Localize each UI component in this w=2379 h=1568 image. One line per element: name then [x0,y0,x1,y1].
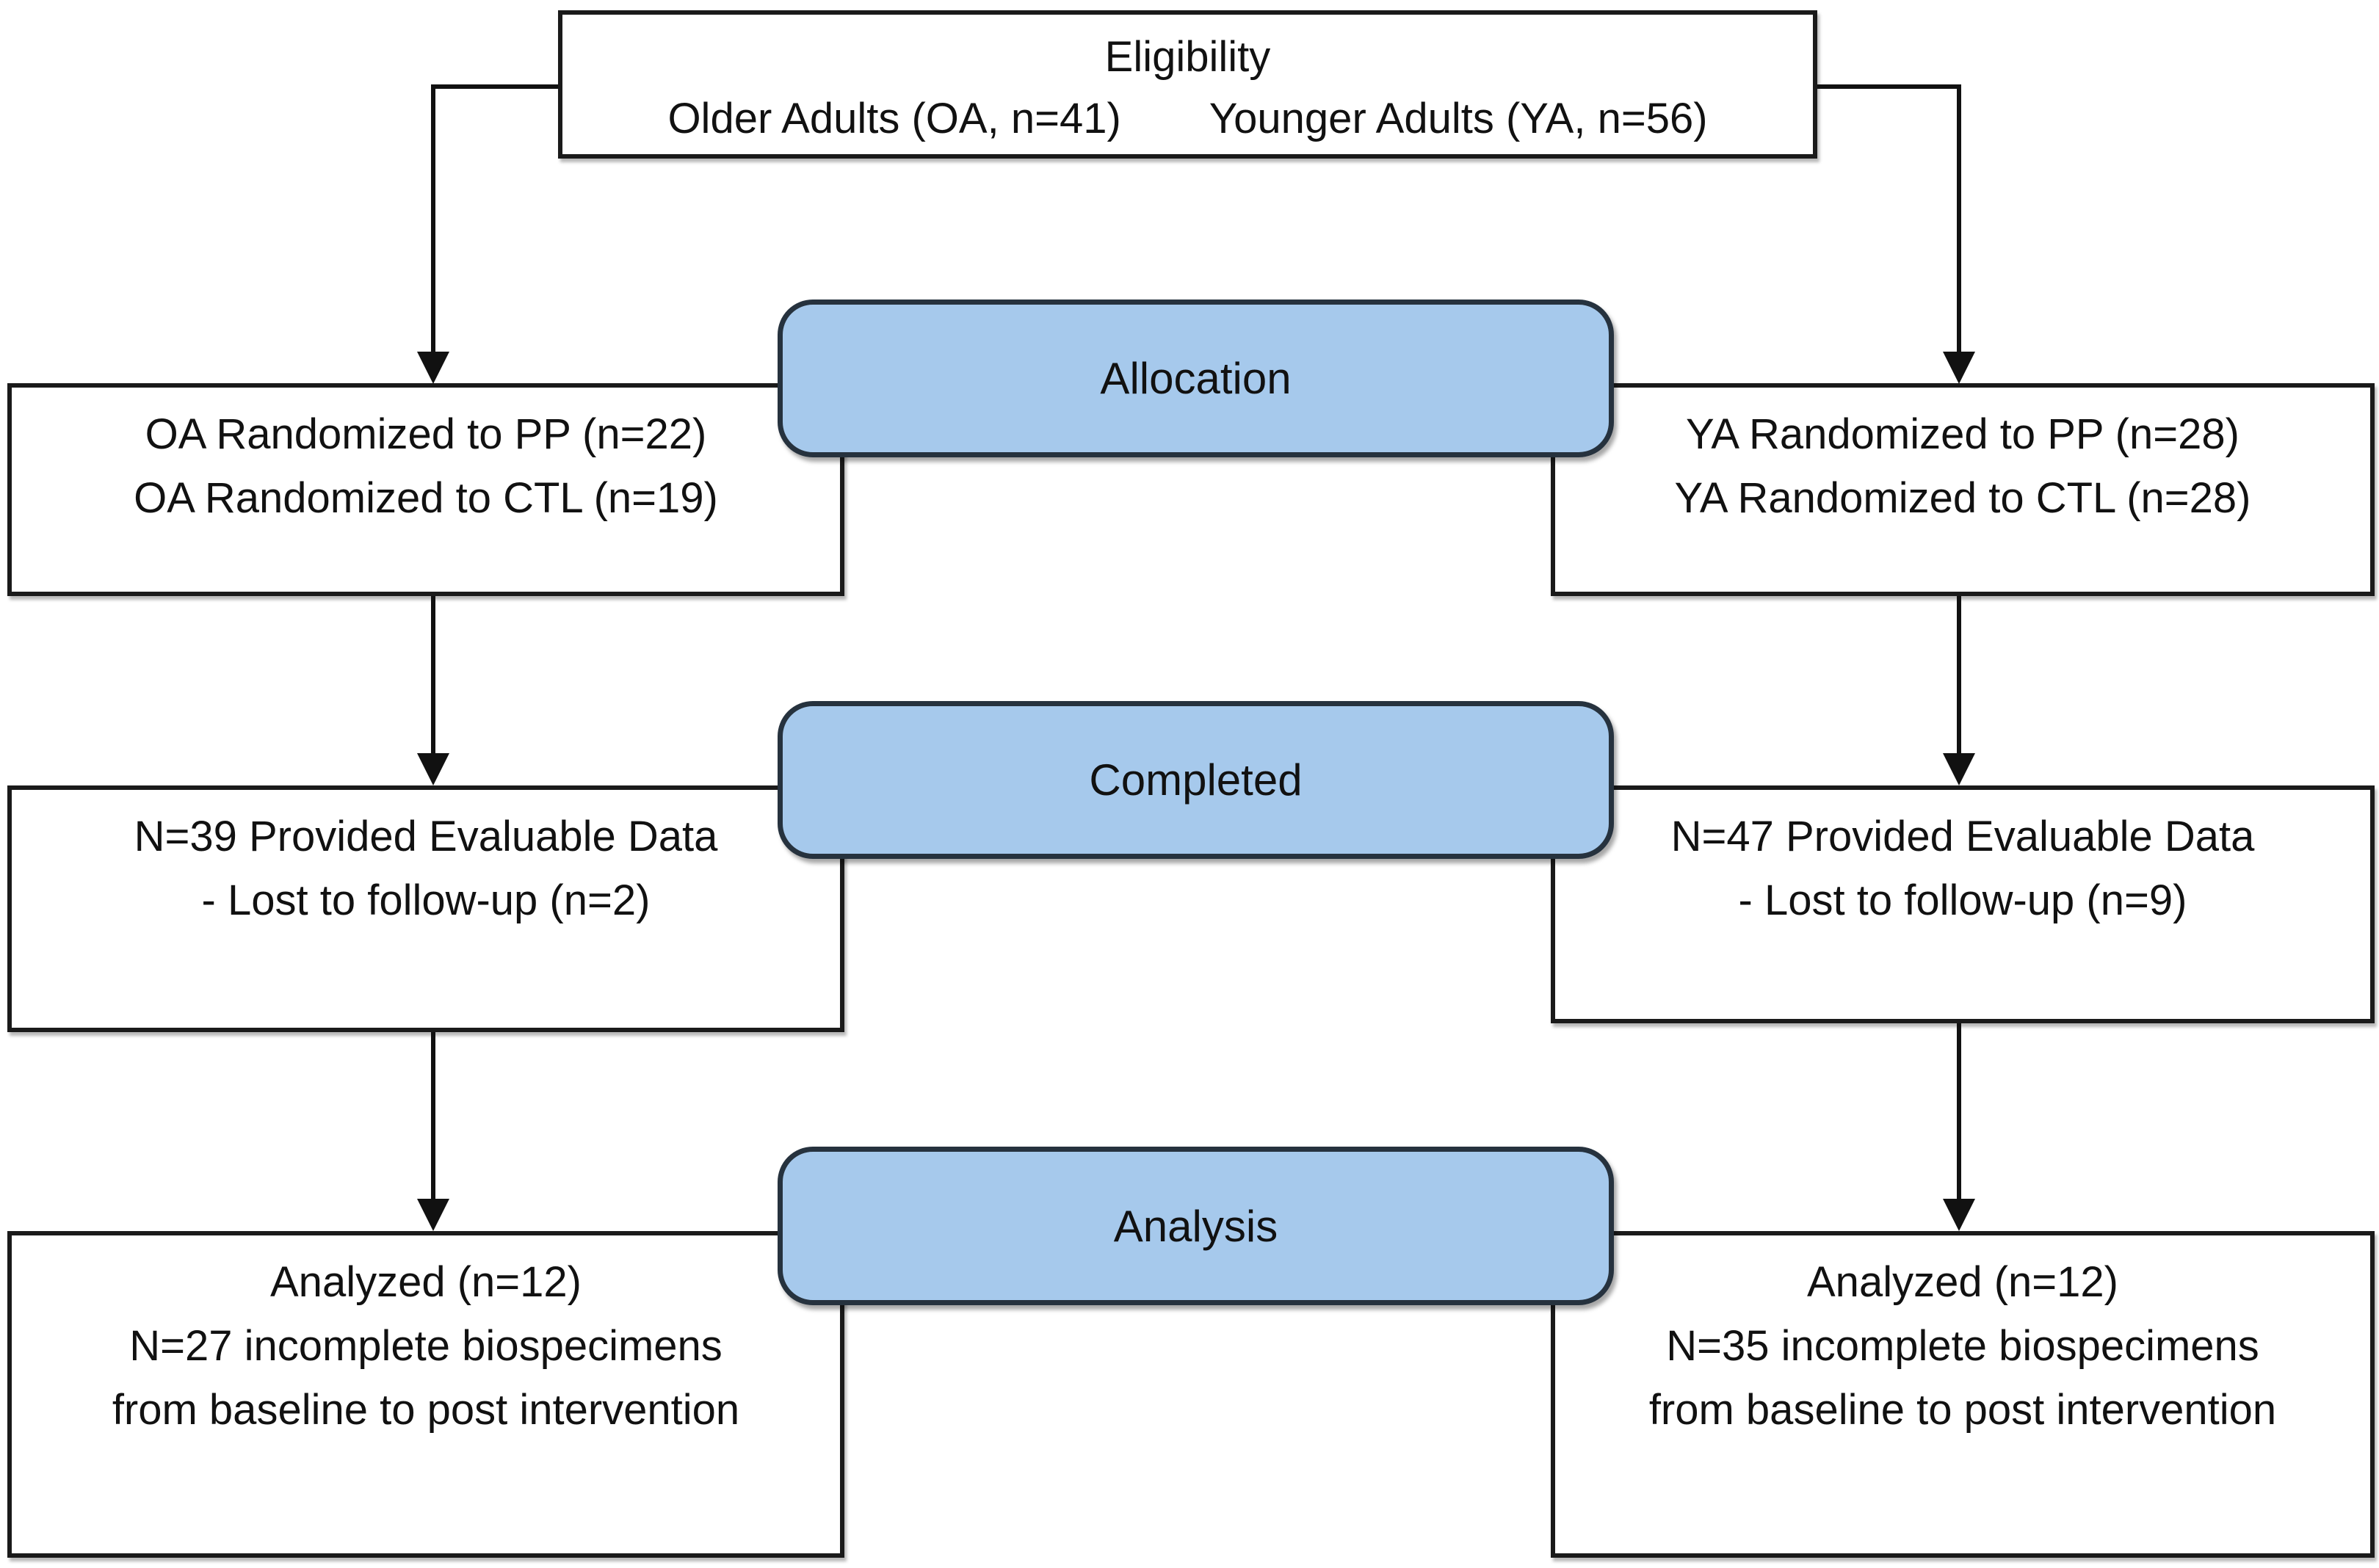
oa-analysis-text: Analyzed (n=12) N=27 incomplete biospeci… [12,1235,840,1442]
arrow-down-icon [1943,1199,1975,1231]
oa-incomplete-biospecimens-line: N=27 incomplete biospecimens [129,1322,723,1370]
connector-eligibility-right-horizontal [1817,84,1961,89]
arrow-down-icon [1943,352,1975,384]
arrow-down-icon [417,352,449,384]
ya-randomized-pp-line: YA Randomized to PP (n=28) [1686,410,2239,458]
ya-allocation-box: YA Randomized to PP (n=28) YA Randomized… [1551,383,2375,596]
connector-eligibility-left-vertical [431,84,435,353]
ya-allocation-text: YA Randomized to PP (n=28) YA Randomized… [1555,388,2370,530]
connector-eligibility-left-horizontal [431,84,558,89]
stage-analysis-label: Analysis [1113,1201,1278,1251]
stage-completed-pill: Completed [778,701,1614,859]
ya-completed-text: N=47 Provided Evaluable Data - Lost to f… [1555,790,2370,932]
older-adults-label: Older Adults (OA, n=41) [667,95,1121,142]
younger-adults-label: Younger Adults (YA, n=56) [1209,95,1708,142]
connector-right-completed-to-analysis [1957,1023,1961,1199]
ya-analyzed-line: Analyzed (n=12) [1807,1258,2118,1306]
ya-incomplete-biospecimens-line: N=35 incomplete biospecimens [1666,1322,2259,1370]
oa-randomized-ctl-line: OA Randomized to CTL (n=19) [134,474,718,522]
stage-allocation-pill: Allocation [778,300,1614,457]
ya-baseline-post-line: from baseline to post intervention [1648,1386,2277,1434]
connector-right-allocation-to-completed [1957,596,1961,753]
eligibility-title: Eligibility [1104,33,1271,81]
oa-allocation-text: OA Randomized to PP (n=22) OA Randomized… [12,388,840,530]
oa-randomized-pp-line: OA Randomized to PP (n=22) [145,410,707,458]
oa-baseline-post-line: from baseline to post intervention [112,1386,740,1434]
ya-completed-box: N=47 Provided Evaluable Data - Lost to f… [1551,785,2375,1023]
oa-analysis-box: Analyzed (n=12) N=27 incomplete biospeci… [7,1231,844,1558]
ya-analysis-text: Analyzed (n=12) N=35 incomplete biospeci… [1555,1235,2370,1442]
oa-completed-box: N=39 Provided Evaluable Data - Lost to f… [7,785,844,1032]
ya-randomized-ctl-line: YA Randomized to CTL (n=28) [1674,474,2251,522]
connector-left-allocation-to-completed [431,596,435,753]
arrow-down-icon [417,753,449,785]
oa-analyzed-line: Analyzed (n=12) [270,1258,582,1306]
eligibility-box: Eligibility Older Adults (OA, n=41) Youn… [558,10,1817,159]
ya-analysis-box: Analyzed (n=12) N=35 incomplete biospeci… [1551,1231,2375,1558]
connector-eligibility-right-vertical [1957,84,1961,353]
oa-evaluable-data-line: N=39 Provided Evaluable Data [134,813,718,860]
eligibility-groups: Older Adults (OA, n=41) Younger Adults (… [562,88,1813,150]
arrow-down-icon [417,1199,449,1231]
stage-analysis-pill: Analysis [778,1147,1614,1305]
oa-allocation-box: OA Randomized to PP (n=22) OA Randomized… [7,383,844,596]
oa-completed-text: N=39 Provided Evaluable Data - Lost to f… [12,790,840,932]
ya-evaluable-data-line: N=47 Provided Evaluable Data [1670,813,2255,860]
connector-left-completed-to-analysis [431,1032,435,1199]
arrow-down-icon [1943,753,1975,785]
stage-completed-label: Completed [1089,755,1303,805]
ya-lost-followup-line: - Lost to follow-up (n=9) [1738,876,2187,924]
stage-allocation-label: Allocation [1100,354,1292,403]
oa-lost-followup-line: - Lost to follow-up (n=2) [201,876,651,924]
